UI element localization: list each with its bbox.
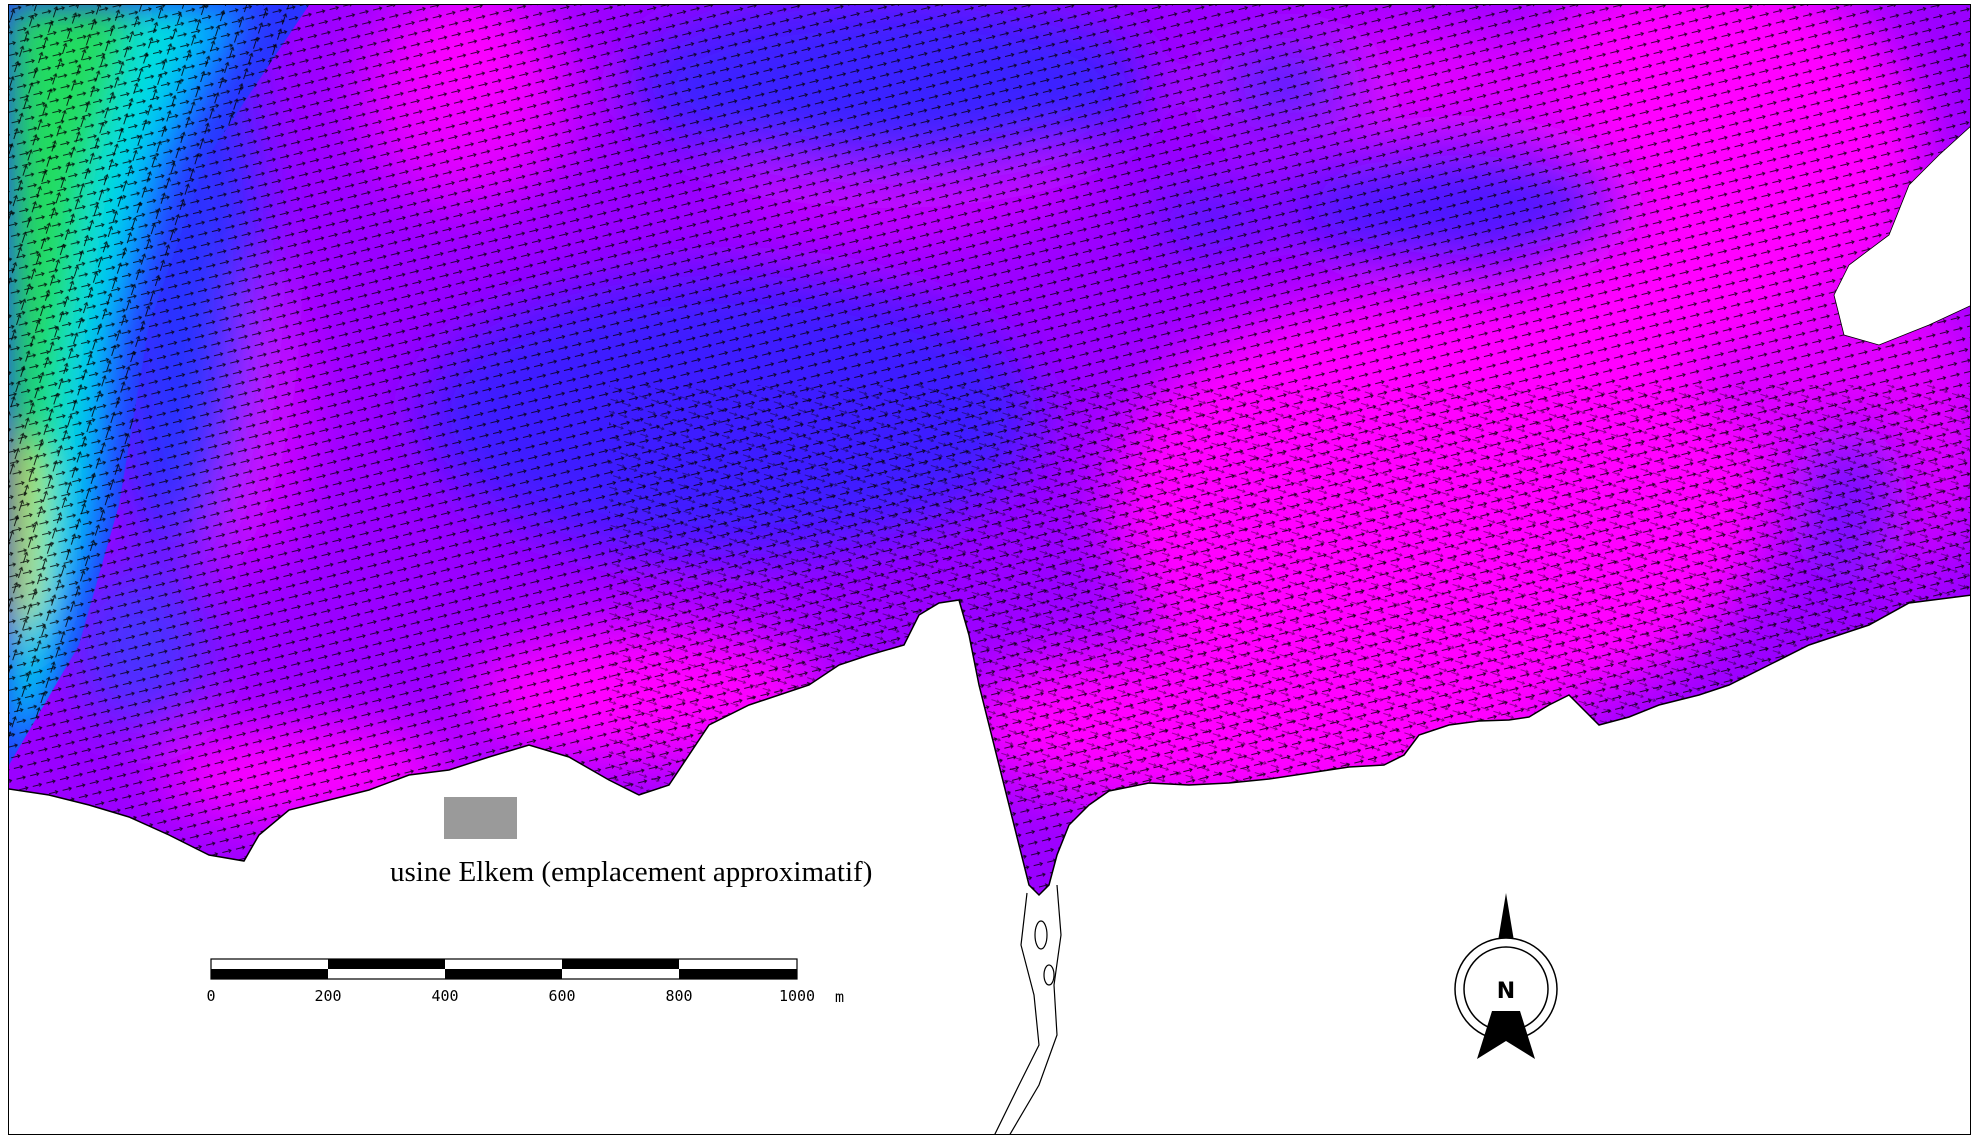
scale-tick-label: 1000 [779,987,815,1005]
water-body [9,5,1970,895]
river-channel [994,884,1062,1134]
map-frame: 0 200 400 600 800 1000 m N [8,4,1971,1135]
scale-tick-label: 600 [548,987,575,1005]
scale-tick-label: 200 [314,987,341,1005]
scale-bar: 0 200 400 600 800 1000 m [206,958,844,1006]
north-arrow-icon: N [1454,893,1558,1059]
scale-tick-label: 800 [665,987,692,1005]
scale-tick-label: 0 [206,987,215,1005]
plant-label: usine Elkem (emplacement approximatif) [390,856,873,888]
scale-tick-label: 400 [431,987,458,1005]
current-map: 0 200 400 600 800 1000 m N [9,5,1970,1134]
scale-unit: m [835,988,844,1006]
island [1833,126,1970,346]
plant-marker [444,797,517,839]
coastline [9,594,1970,897]
north-label: N [1497,979,1515,1004]
